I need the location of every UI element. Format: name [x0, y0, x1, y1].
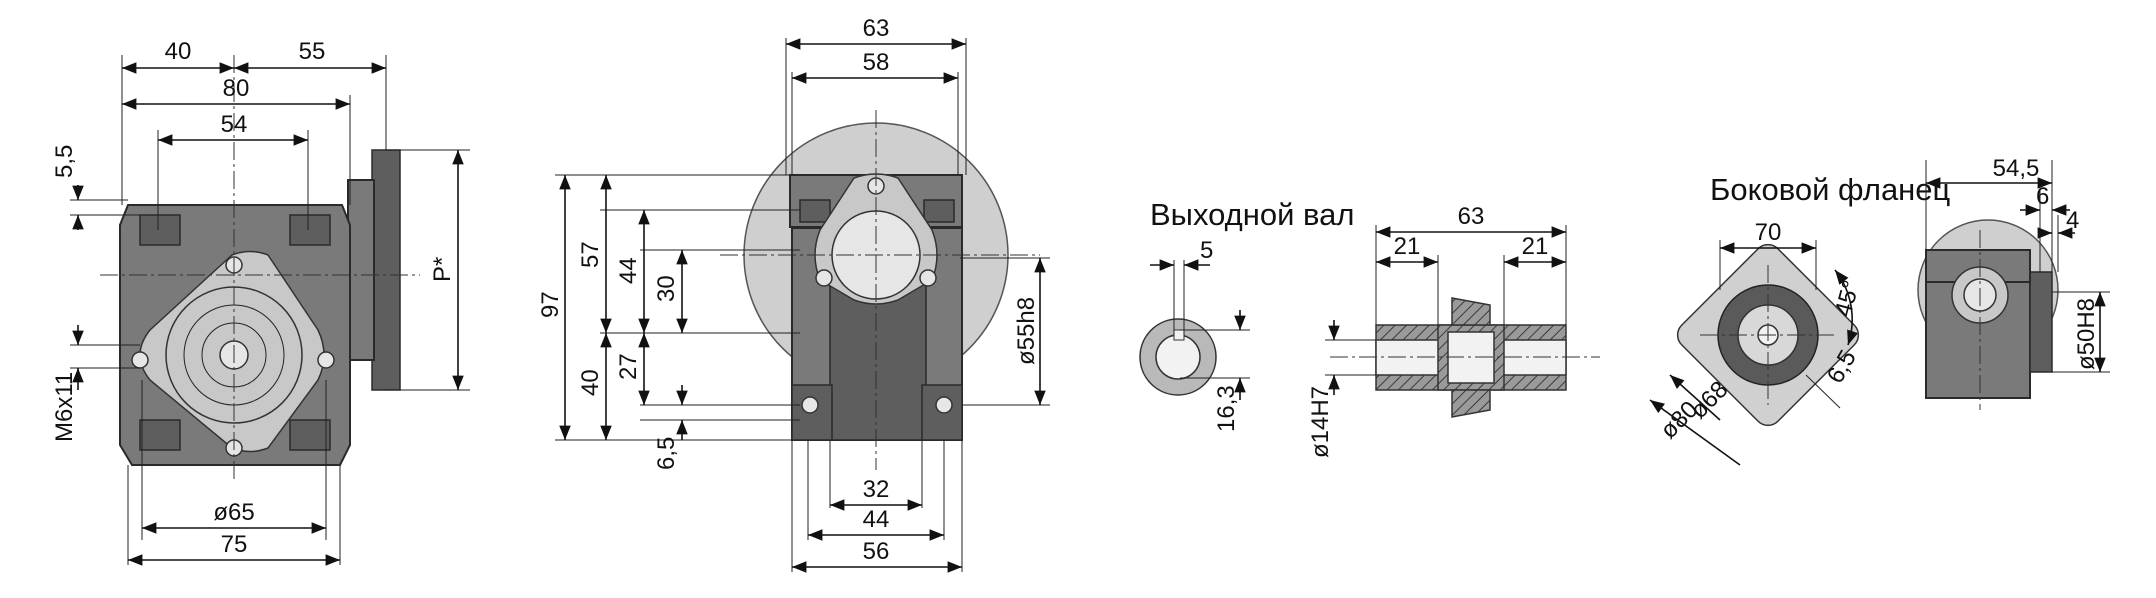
side-flange-title: Боковой фланец — [1710, 172, 1951, 207]
dim-97: 97 — [537, 291, 564, 318]
side-flange-view: Боковой фланец 70 45° ø68 ø80 6,5 — [1649, 155, 2110, 466]
dim-6: 6 — [2036, 183, 2049, 210]
shaft-key-top — [1451, 297, 1491, 326]
motor-flange — [371, 149, 401, 391]
housing-rib — [139, 214, 181, 246]
dim-m6x11: M6x11 — [51, 372, 78, 442]
dim-d65: ø65 — [213, 499, 254, 526]
dim-63: 63 — [863, 15, 890, 42]
dim-55: 55 — [299, 38, 326, 65]
dim-d14h7: ø14H7 — [1307, 386, 1334, 458]
dim-5: 5 — [1200, 237, 1213, 264]
output-shaft-title: Выходной вал — [1150, 197, 1355, 232]
flange-hole — [131, 351, 149, 369]
dim-63-shaft: 63 — [1458, 203, 1485, 230]
dim-27: 27 — [615, 353, 642, 380]
top-rib — [923, 199, 955, 223]
shaft-bore-section — [1155, 334, 1201, 380]
dim-44-vert: 44 — [615, 257, 642, 284]
top-rib — [799, 199, 831, 223]
dim-p: P* — [429, 257, 456, 282]
housing-rib — [289, 419, 331, 451]
dim-54-5: 54,5 — [1993, 155, 2040, 182]
dim-54: 54 — [221, 111, 248, 138]
foot-hole — [935, 396, 953, 414]
side-flange-spigot — [2029, 271, 2053, 373]
dim-75: 75 — [221, 531, 248, 558]
dim-16-3: 16,3 — [1213, 385, 1240, 432]
front-view: 40 55 80 54 5,5 M6x11 P* ø65 75 — [51, 38, 470, 566]
dim-21-left: 21 — [1394, 233, 1421, 260]
dim-d55h8: ø55h8 — [1013, 297, 1040, 365]
dim-30: 30 — [653, 275, 680, 302]
dim-40-side: 40 — [577, 369, 604, 396]
shaft-key-bottom — [1451, 389, 1491, 418]
dim-6-5: 6,5 — [653, 437, 680, 470]
dim-44-horiz: 44 — [863, 506, 890, 533]
dim-80: 80 — [223, 75, 250, 102]
dim-45-deg: 45° — [1830, 278, 1865, 320]
housing-rib — [289, 214, 331, 246]
dim-32: 32 — [863, 476, 890, 503]
dim-40: 40 — [165, 38, 192, 65]
output-shaft-view: Выходной вал 5 16,3 63 21 21 — [1139, 197, 1600, 458]
flange-hole — [317, 351, 335, 369]
dim-4: 4 — [2066, 207, 2079, 234]
dim-57: 57 — [577, 241, 604, 268]
dim-21-right: 21 — [1522, 233, 1549, 260]
dim-70: 70 — [1755, 219, 1782, 246]
dim-56: 56 — [863, 538, 890, 565]
housing-rib — [139, 419, 181, 451]
foot-hole — [801, 396, 819, 414]
side-view: 63 58 97 57 40 44 27 30 6,5 ø55h8 — [537, 15, 1050, 573]
flange-neck — [347, 179, 375, 361]
dim-58: 58 — [863, 49, 890, 76]
dim-d50h8: ø50H8 — [2073, 298, 2100, 370]
dim-5-5: 5,5 — [51, 145, 78, 178]
